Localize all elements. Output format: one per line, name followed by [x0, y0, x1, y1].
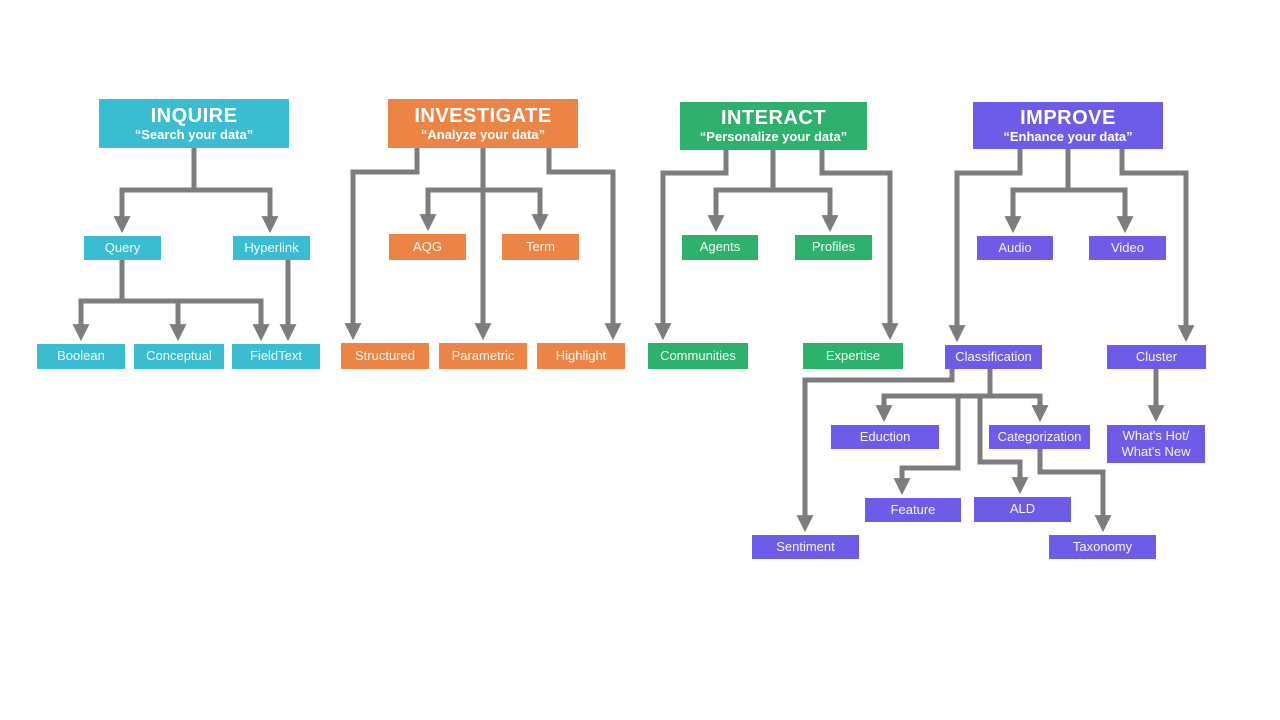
- node-video: Video: [1089, 236, 1166, 260]
- node-structured: Structured: [341, 343, 429, 369]
- node-whats-hot-whats-new: What's Hot/ What's New: [1107, 425, 1205, 463]
- node-feature: Feature: [865, 498, 961, 522]
- node-fieldtext: FieldText: [232, 344, 320, 369]
- branch-title: IMPROVE: [1020, 106, 1116, 129]
- node-label: Conceptual: [146, 348, 212, 364]
- branch-title: INVESTIGATE: [414, 104, 552, 127]
- node-label: Profiles: [811, 239, 856, 255]
- branch-title: INQUIRE: [150, 104, 238, 127]
- node-label: Parametric: [451, 347, 515, 363]
- node-label: AQG: [413, 238, 442, 254]
- node-ald: ALD: [974, 497, 1071, 522]
- branch-header-inquire: INQUIRE “Search your data”: [99, 99, 289, 148]
- node-label: Term: [526, 238, 555, 254]
- node-sentiment: Sentiment: [752, 535, 859, 559]
- node-label: ALD: [1009, 501, 1036, 517]
- node-label: What's Hot/ What's New: [1121, 427, 1191, 459]
- node-label: Taxonomy: [1072, 538, 1133, 554]
- node-label: Video: [1110, 239, 1144, 255]
- node-label: Expertise: [825, 347, 881, 363]
- node-communities: Communities: [648, 343, 748, 369]
- node-taxonomy: Taxonomy: [1049, 535, 1156, 559]
- branch-subtitle: “Enhance your data”: [1003, 128, 1133, 144]
- node-aqg: AQG: [389, 234, 466, 260]
- node-profiles: Profiles: [795, 235, 872, 260]
- node-label: Communities: [660, 347, 736, 363]
- branch-subtitle: “Personalize your data”: [699, 129, 848, 145]
- branch-title: INTERACT: [720, 107, 827, 130]
- node-label: Cluster: [1135, 348, 1178, 364]
- node-label: Sentiment: [776, 538, 835, 554]
- node-label: Boolean: [57, 348, 105, 364]
- branch-header-interact: INTERACT “Personalize your data”: [680, 102, 867, 150]
- node-term: Term: [502, 234, 579, 260]
- node-classification: Classification: [945, 345, 1042, 369]
- node-label: Categorization: [997, 428, 1082, 444]
- node-agents: Agents: [682, 235, 758, 260]
- branch-header-investigate: INVESTIGATE “Analyze your data”: [388, 99, 578, 148]
- node-highlight: Highlight: [537, 343, 625, 369]
- node-query: Query: [84, 236, 161, 260]
- node-label: FieldText: [249, 348, 303, 364]
- node-boolean: Boolean: [37, 344, 125, 369]
- branch-subtitle: “Search your data”: [134, 126, 254, 142]
- node-label: Highlight: [555, 347, 607, 363]
- node-label: Structured: [355, 347, 415, 363]
- node-label: Query: [104, 239, 141, 255]
- node-label: Hyperlink: [244, 239, 299, 255]
- node-label: Feature: [890, 501, 936, 517]
- node-audio: Audio: [977, 236, 1053, 260]
- node-hyperlink: Hyperlink: [233, 236, 310, 260]
- branch-subtitle: “Analyze your data”: [420, 126, 546, 142]
- node-expertise: Expertise: [803, 343, 903, 369]
- node-label: Agents: [699, 239, 741, 255]
- node-categorization: Categorization: [989, 425, 1090, 449]
- node-conceptual: Conceptual: [134, 344, 224, 369]
- branch-header-improve: IMPROVE “Enhance your data”: [973, 102, 1163, 149]
- node-parametric: Parametric: [439, 343, 527, 369]
- node-cluster: Cluster: [1107, 345, 1206, 369]
- node-label: Audio: [998, 239, 1032, 255]
- node-eduction: Eduction: [831, 425, 939, 449]
- node-label: Classification: [955, 348, 1032, 364]
- node-label: Eduction: [859, 428, 911, 444]
